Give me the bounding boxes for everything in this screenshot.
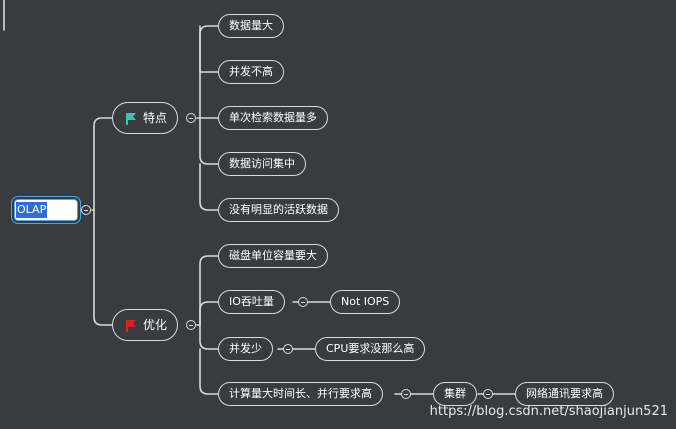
branch-node-optimization[interactable]: 优化 xyxy=(112,309,179,341)
sub-node[interactable]: 集群 xyxy=(433,382,477,406)
node-label: 并发不高 xyxy=(229,65,273,78)
watermark-text: https://blog.csdn.net/shaojianjun521 xyxy=(429,404,668,419)
branch-node-features[interactable]: 特点 xyxy=(112,102,179,134)
child-node[interactable]: 磁盘单位容量要大 xyxy=(218,244,328,268)
flag-icon xyxy=(126,320,136,332)
child-node[interactable]: IO吞吐量 xyxy=(218,290,285,314)
child-node[interactable]: 计算量大时间长、并行要求高 xyxy=(218,382,383,406)
node-label: 磁盘单位容量要大 xyxy=(229,249,317,262)
node-label: 数据访问集中 xyxy=(229,157,295,170)
node-label: 计算量大时间长、并行要求高 xyxy=(229,387,372,400)
collapse-toggle-icon[interactable] xyxy=(401,389,411,399)
collapse-toggle-icon[interactable] xyxy=(186,113,196,123)
node-label: 并发少 xyxy=(229,342,262,355)
collapse-toggle-icon[interactable] xyxy=(81,205,91,215)
collapse-toggle-icon[interactable] xyxy=(283,344,293,354)
node-label: IO吞吐量 xyxy=(229,295,274,308)
node-label: 集群 xyxy=(444,387,466,400)
branch-label: 优化 xyxy=(143,318,168,332)
child-node[interactable]: 数据量大 xyxy=(218,14,284,38)
flag-icon xyxy=(126,113,136,125)
collapse-toggle-icon[interactable] xyxy=(186,320,196,330)
node-label: 没有明显的活跃数据 xyxy=(229,203,328,216)
sub-node[interactable]: Not IOPS xyxy=(330,290,401,314)
node-label: Not IOPS xyxy=(341,295,390,308)
sub-node[interactable]: 网络通讯要求高 xyxy=(515,382,614,406)
root-node[interactable]: OLAP xyxy=(14,199,78,221)
node-label: 数据量大 xyxy=(229,19,273,32)
collapse-toggle-icon[interactable] xyxy=(298,297,308,307)
sub-node[interactable]: CPU要求没那么高 xyxy=(315,337,426,361)
child-node[interactable]: 单次检索数据量多 xyxy=(218,106,328,130)
child-node[interactable]: 并发少 xyxy=(218,337,273,361)
root-label: OLAP xyxy=(16,202,48,218)
node-label: 单次检索数据量多 xyxy=(229,111,317,124)
child-node[interactable]: 数据访问集中 xyxy=(218,152,306,176)
node-label: CPU要求没那么高 xyxy=(326,342,415,355)
branch-label: 特点 xyxy=(143,111,168,125)
child-node[interactable]: 并发不高 xyxy=(218,60,284,84)
child-node[interactable]: 没有明显的活跃数据 xyxy=(218,198,339,222)
collapse-toggle-icon[interactable] xyxy=(483,389,493,399)
node-label: 网络通讯要求高 xyxy=(526,387,603,400)
